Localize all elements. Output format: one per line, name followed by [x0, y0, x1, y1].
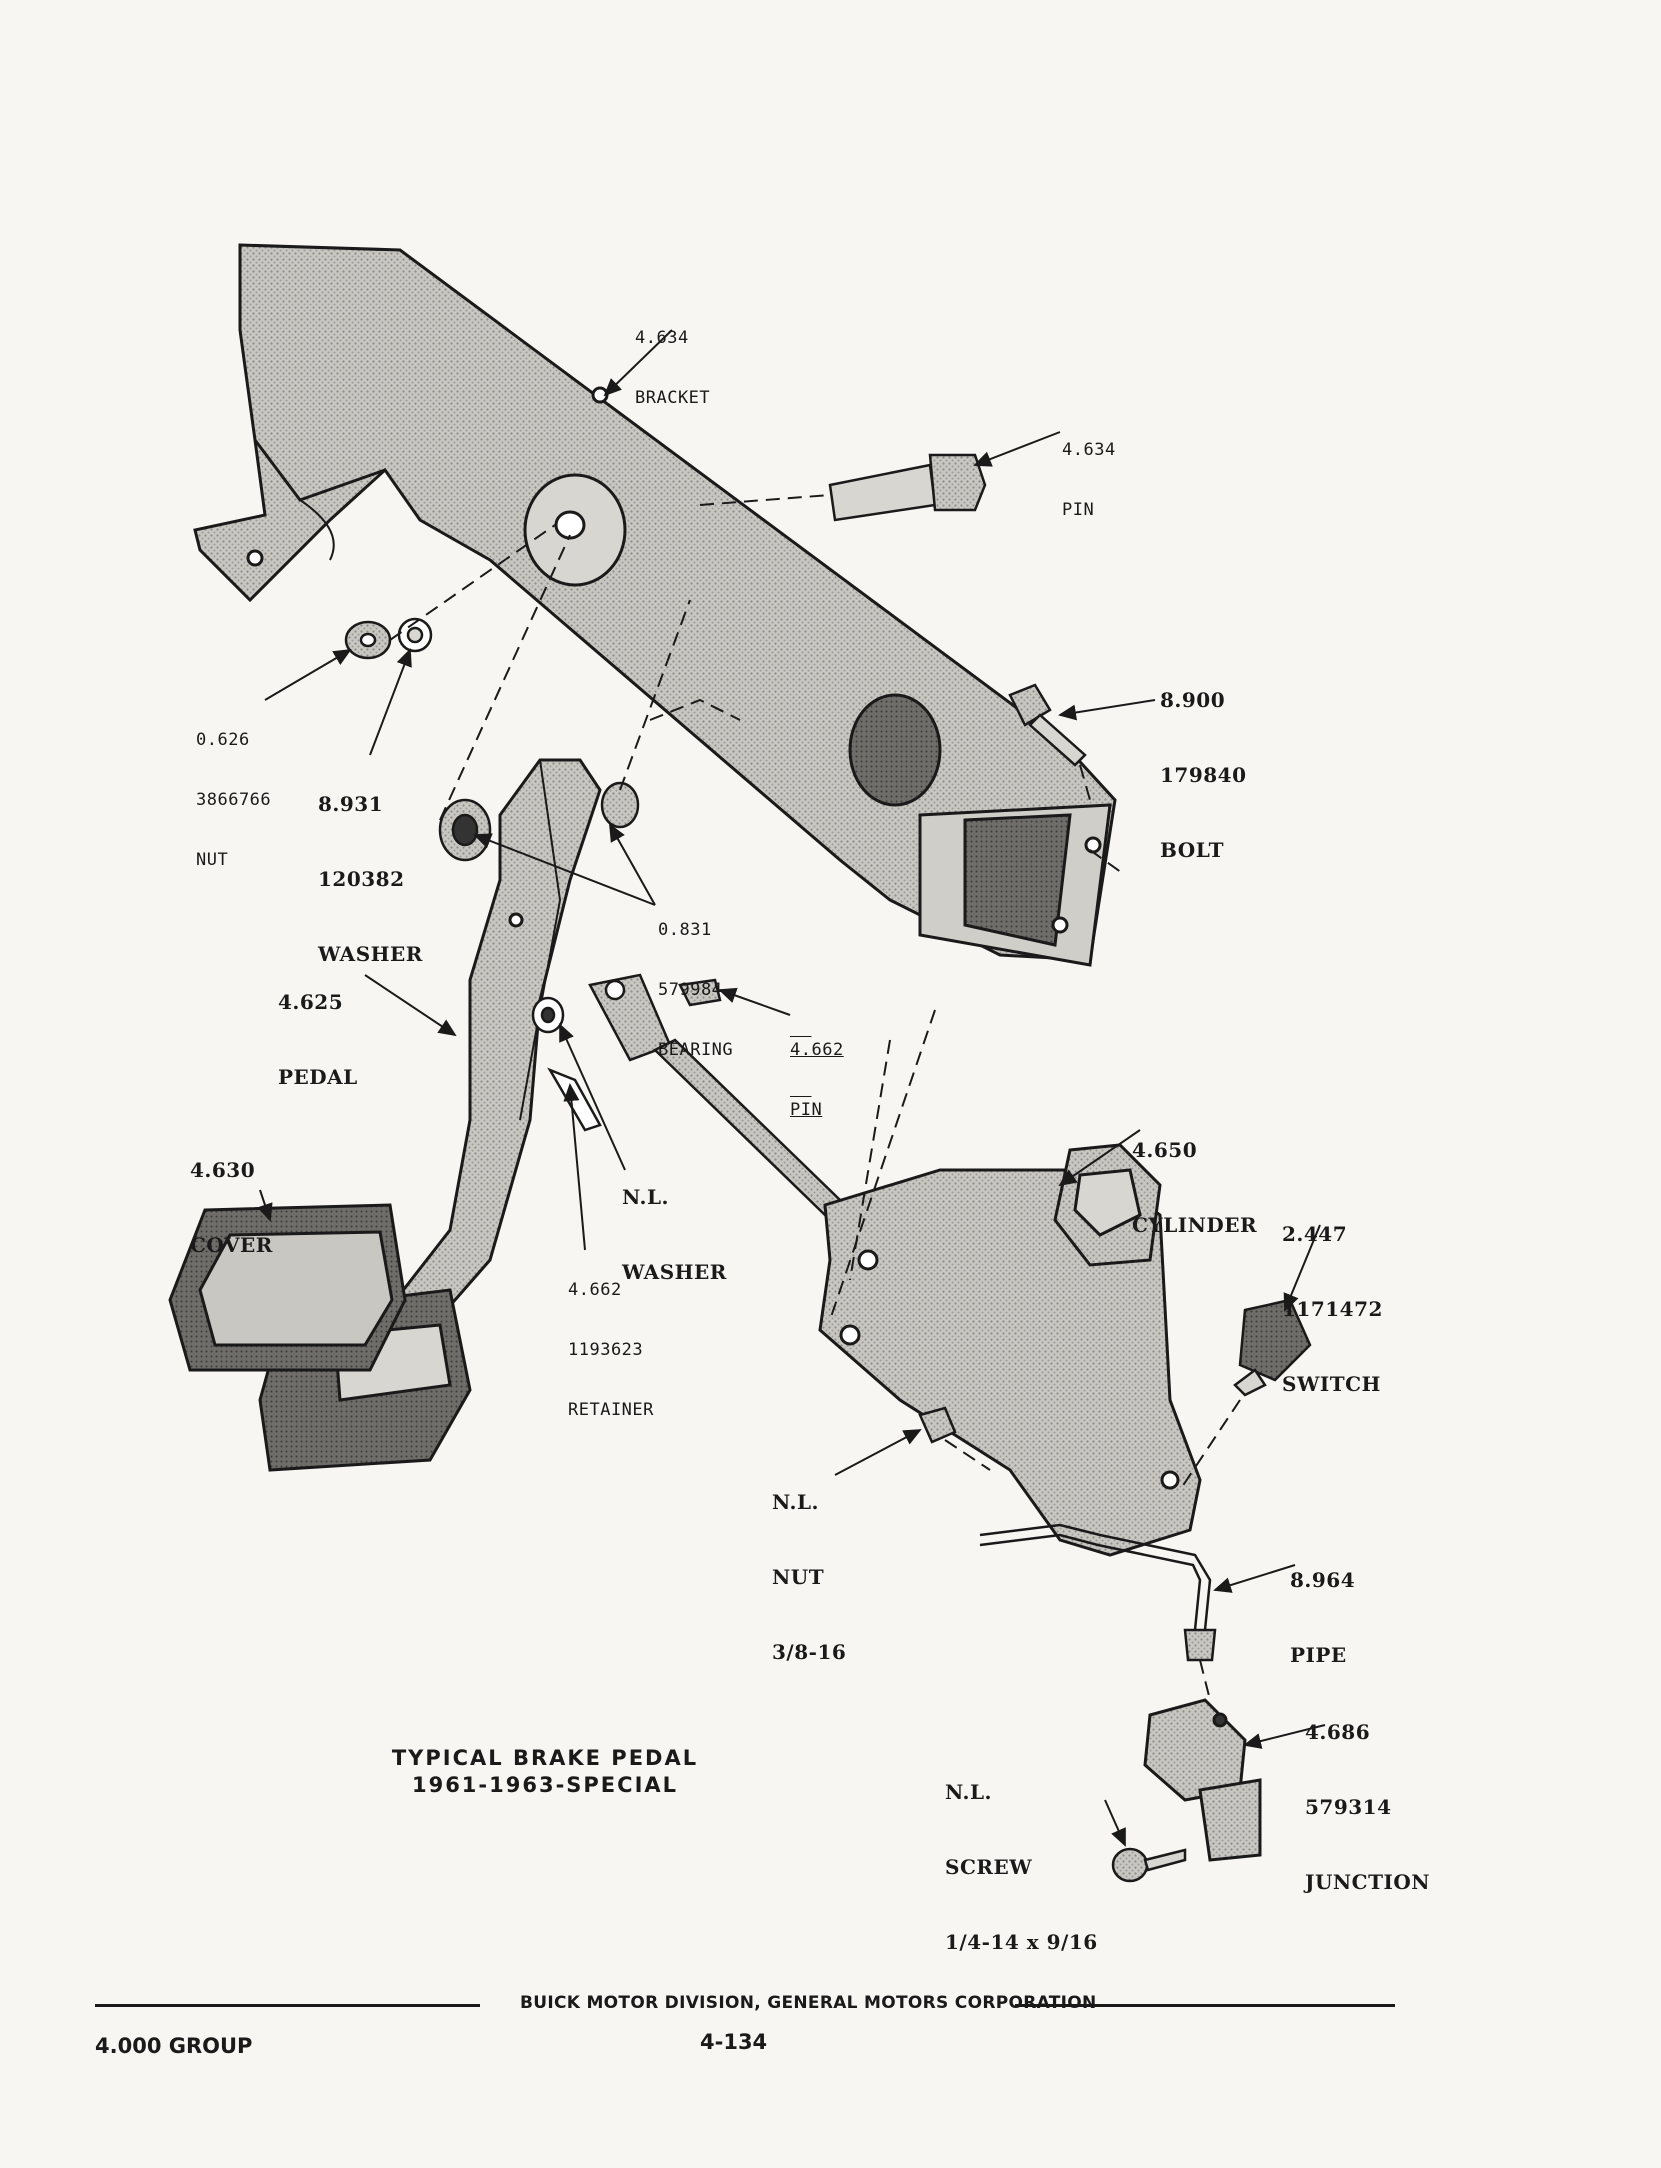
bolt-name: BOLT — [1160, 838, 1225, 862]
pin-top-name: PIN — [1062, 500, 1095, 520]
pipe-name: PIPE — [1290, 1643, 1347, 1667]
bearing-label: 0.831 579984 BEARING — [658, 880, 733, 1080]
bracket-code: 4.634 — [635, 328, 689, 348]
washer-nl-name: WASHER — [622, 1260, 727, 1284]
bolt-part-number: 179840 — [1160, 763, 1247, 787]
cylinder-name: CYLINDER — [1132, 1213, 1258, 1237]
nut-nl-code: N.L. — [772, 1490, 819, 1514]
cylinder-part — [818, 1143, 1202, 1557]
pin-top-code: 4.634 — [1062, 440, 1116, 460]
screw-size: 1/4-14 x 9/16 — [945, 1930, 1098, 1954]
pedal-label: 4.625 PEDAL — [278, 940, 358, 1115]
footer-rule-right — [1015, 2004, 1395, 2007]
caption-title: TYPICAL BRAKE PEDAL — [391, 1746, 699, 1770]
switch-part-number: 1171472 — [1282, 1297, 1383, 1321]
nut-nl-name: NUT — [772, 1565, 825, 1589]
pedal-code: 4.625 — [278, 990, 344, 1014]
nut-top-label: 0.626 3866766 NUT — [196, 690, 271, 890]
pin-mid-code: 4.662 — [790, 1040, 844, 1060]
cover-name: COVER — [190, 1233, 273, 1257]
pin-top-part — [828, 453, 987, 522]
retainer-label: 4.662 1193623 RETAINER — [568, 1240, 654, 1440]
screw-part — [1111, 1847, 1187, 1883]
switch-code: 2.447 — [1282, 1222, 1348, 1246]
retainer-part-number: 1193623 — [568, 1340, 644, 1360]
footer-rule-left — [95, 2004, 480, 2007]
pin-mid-label: 4.662 PIN — [790, 1000, 844, 1140]
cover-code: 4.630 — [190, 1158, 256, 1182]
junction-part-number: 579314 — [1305, 1795, 1392, 1819]
pedal-name: PEDAL — [278, 1065, 358, 1089]
cover-part — [168, 1203, 407, 1372]
nut-washer-top-part — [344, 617, 433, 660]
junction-code: 4.686 — [1305, 1720, 1371, 1744]
assembly-lines — [389, 494, 1241, 1701]
pipe-part — [979, 1523, 1217, 1662]
footer-publisher: BUICK MOTOR DIVISION, GENERAL MOTORS COR… — [520, 1993, 1097, 2013]
nut-nl-size: 3/8-16 — [772, 1640, 847, 1664]
screw-label: N.L. SCREW 1/4-14 x 9/16 — [945, 1730, 1098, 1980]
bolt-label: 8.900 179840 BOLT — [1160, 638, 1247, 888]
page-number: 4-134 — [700, 2030, 768, 2054]
cylinder-code: 4.650 — [1132, 1138, 1198, 1162]
washer-nl-code: N.L. — [622, 1185, 669, 1209]
switch-name: SWITCH — [1282, 1372, 1381, 1396]
junction-name: JUNCTION — [1305, 1870, 1431, 1894]
screw-code: N.L. — [945, 1780, 992, 1804]
bearing-code: 0.831 — [658, 920, 712, 940]
nut-nl-part — [918, 1406, 957, 1444]
bolt-part — [1008, 683, 1087, 767]
bracket-name: BRACKET — [635, 388, 711, 408]
pin-top-label: 4.634 PIN — [1062, 400, 1116, 540]
bolt-code: 8.900 — [1160, 688, 1226, 712]
footer-group: 4.000 GROUP — [95, 2034, 253, 2058]
bearing-part-number: 579984 — [658, 980, 723, 1000]
washer-nl-label: N.L. WASHER — [622, 1135, 727, 1310]
nut-nl-label: N.L. NUT 3/8-16 — [772, 1440, 846, 1690]
washer-top-label: 8.931 120382 WASHER — [318, 742, 423, 992]
bracket-part — [193, 243, 1117, 967]
leader-lines — [257, 329, 1326, 1847]
junction-part — [1143, 1698, 1262, 1862]
retainer-code: 4.662 — [568, 1280, 622, 1300]
pin-mid-name: PIN — [790, 1100, 823, 1120]
diagram-caption: TYPICAL BRAKE PEDAL 1961-1963-SPECIAL — [380, 1745, 710, 1799]
switch-part — [1233, 1298, 1312, 1397]
washer-top-code: 8.931 — [318, 792, 384, 816]
cylinder-label: 4.650 CYLINDER — [1132, 1088, 1257, 1263]
switch-label: 2.447 1171472 SWITCH — [1282, 1172, 1383, 1422]
bracket-label: 4.634 BRACKET — [635, 288, 710, 428]
screw-name: SCREW — [945, 1855, 1033, 1879]
pipe-label: 8.964 PIPE — [1290, 1518, 1355, 1693]
bearing-name: BEARING — [658, 1040, 734, 1060]
retainer-name: RETAINER — [568, 1400, 654, 1420]
nut-top-name: NUT — [196, 850, 229, 870]
nut-top-part-number: 3866766 — [196, 790, 272, 810]
caption-subtitle: 1961-1963-SPECIAL — [411, 1773, 679, 1797]
pipe-code: 8.964 — [1290, 1568, 1356, 1592]
cover-label: 4.630 COVER — [190, 1108, 273, 1283]
washer-top-part-number: 120382 — [318, 867, 405, 891]
washer-top-name: WASHER — [318, 942, 423, 966]
nut-top-code: 0.626 — [196, 730, 250, 750]
junction-label: 4.686 579314 JUNCTION — [1305, 1670, 1430, 1920]
